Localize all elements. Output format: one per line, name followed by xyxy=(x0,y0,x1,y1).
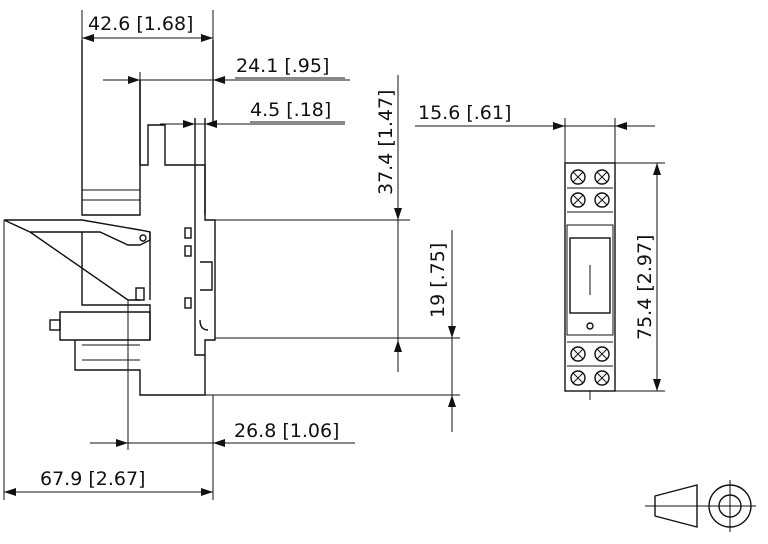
front-view xyxy=(564,162,616,400)
socket-slot-2 xyxy=(184,245,192,257)
socket-left-body xyxy=(81,232,151,340)
bottom-terminals xyxy=(567,341,613,386)
socket-slot-3 xyxy=(184,297,192,309)
dim-15-6: 15.6 [.61] xyxy=(418,102,511,124)
relay-frame xyxy=(566,224,614,336)
relay-body-lines xyxy=(82,189,140,201)
socket-clip xyxy=(199,319,209,331)
socket-slot-1 xyxy=(184,227,192,239)
dimension-lines xyxy=(3,10,665,500)
socket-bottom-lines xyxy=(82,344,140,361)
terminal-block xyxy=(59,311,151,341)
third-angle-projection-icon xyxy=(645,480,756,532)
top-terminals xyxy=(567,169,613,213)
dim-19: 19 [.75] xyxy=(427,243,449,318)
dim-67-9: 67.9 [2.67] xyxy=(40,468,145,490)
led-indicator xyxy=(586,322,594,330)
socket-bottom xyxy=(74,340,206,396)
dim-4-5: 4.5 [.18] xyxy=(250,99,331,121)
dim-42-6: 42.6 [1.68] xyxy=(88,13,193,35)
terminal-screw xyxy=(49,319,61,331)
socket-inner-edge xyxy=(194,118,205,356)
socket-right-edge xyxy=(204,118,216,355)
dim-37-4: 37.4 [1.47] xyxy=(375,90,397,195)
retaining-clip xyxy=(3,219,151,246)
dim-24-1: 24.1 [.95] xyxy=(236,55,329,77)
relay-body-top xyxy=(139,80,206,215)
dim-26-8: 26.8 [1.06] xyxy=(234,420,339,442)
socket-latch xyxy=(200,261,213,291)
clip-tab xyxy=(135,287,145,301)
side-view xyxy=(3,40,216,396)
clip-pivot xyxy=(139,234,147,242)
dim-75-4: 75.4 [2.97] xyxy=(634,235,656,340)
relay-window xyxy=(569,237,611,314)
relay-body-outline xyxy=(81,40,141,216)
